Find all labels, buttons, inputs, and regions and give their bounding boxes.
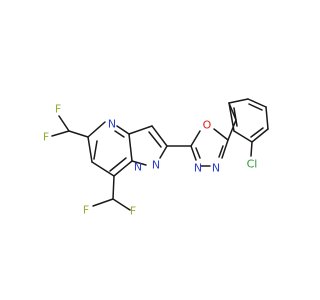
atom-cl: Cl [247,158,258,171]
atom-f-bottom-1: F [83,204,89,217]
atom-f-bottom-2: F [130,205,136,218]
atom-n-oxadiazole-3: N [194,162,202,175]
bond [112,175,115,200]
bond [128,125,153,135]
bond [91,161,115,177]
bond [190,145,197,161]
bond [116,125,130,135]
atom-layer: N N N O N N F F F F Cl [43,103,258,218]
bond [247,98,267,108]
bond [265,106,269,130]
atom-n-pyrimidine: N [108,118,116,131]
bond [151,125,168,147]
molecule-diagram: N N N O N N F F F F Cl [43,98,269,218]
bond [250,141,253,157]
bond [93,140,98,160]
bond [159,145,168,159]
bond [58,115,70,132]
bond [51,130,70,137]
bond [190,130,201,147]
bond [113,160,133,177]
bond [114,130,125,138]
bond [228,102,235,132]
bond [227,119,237,141]
bond [233,130,253,143]
atom-f-top-1: F [55,103,61,116]
atom-n-pyrazole: N [152,159,160,172]
bond [248,103,263,111]
bond [221,139,229,159]
bond [250,127,264,138]
bond [213,128,229,141]
bond [251,128,269,143]
atom-o-oxadiazole: O [203,119,212,132]
atom-f-top-2: F [43,131,49,144]
bond [195,147,201,159]
atom-n-bridge: N [134,161,142,174]
bond [68,130,89,138]
bond [87,121,106,138]
atom-n-oxadiazole-4: N [212,162,220,175]
bond [87,136,93,163]
bond [131,160,147,166]
bond [218,145,224,158]
molecule-structure: N N N O N N F F F F Cl [43,98,269,218]
bond [109,157,127,172]
bond [128,133,133,162]
bond-layer [51,98,269,211]
bond [233,107,238,127]
bond [112,198,131,211]
bond [92,198,114,207]
bond [228,98,249,104]
bond [148,131,162,148]
